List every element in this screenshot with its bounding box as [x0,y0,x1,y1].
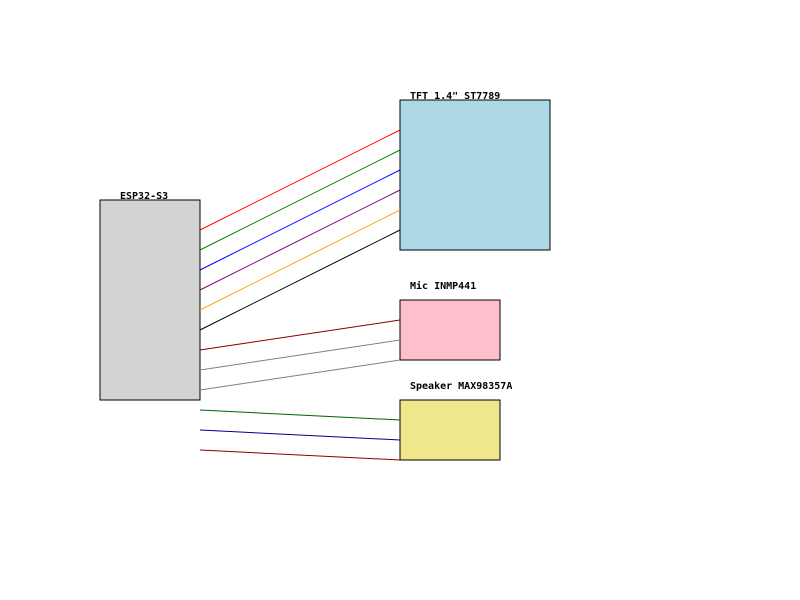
speaker-wire-3 [199,449,401,461]
speaker-wires [199,409,401,461]
speaker-label: Speaker MAX98357A [410,381,512,392]
esp32-s3-board [99,199,201,401]
speaker-wire-2 [199,429,401,441]
speaker-amplifier-module [399,399,501,461]
mic-wires [199,319,401,391]
mic-label: Mic INMP441 [410,280,476,292]
tft-wire-3 [199,169,401,271]
tft-wires [199,129,401,331]
tft-display-module [399,99,551,251]
mic-wire-2 [199,339,401,371]
tft-wire-2 [199,149,401,251]
tft-wire-5 [199,209,401,311]
mic-module [399,299,501,361]
esp32-s3-label: ESP32-S3 [120,191,168,202]
tft-wire-6 [199,229,401,331]
speaker-wire-1 [199,409,401,421]
tft-display-label: TFT 1.4" ST7789 [410,91,500,102]
tft-wire-1 [199,129,401,231]
mic-wire-1 [199,319,401,351]
mic-wire-3 [199,359,401,391]
tft-wire-4 [199,189,401,291]
